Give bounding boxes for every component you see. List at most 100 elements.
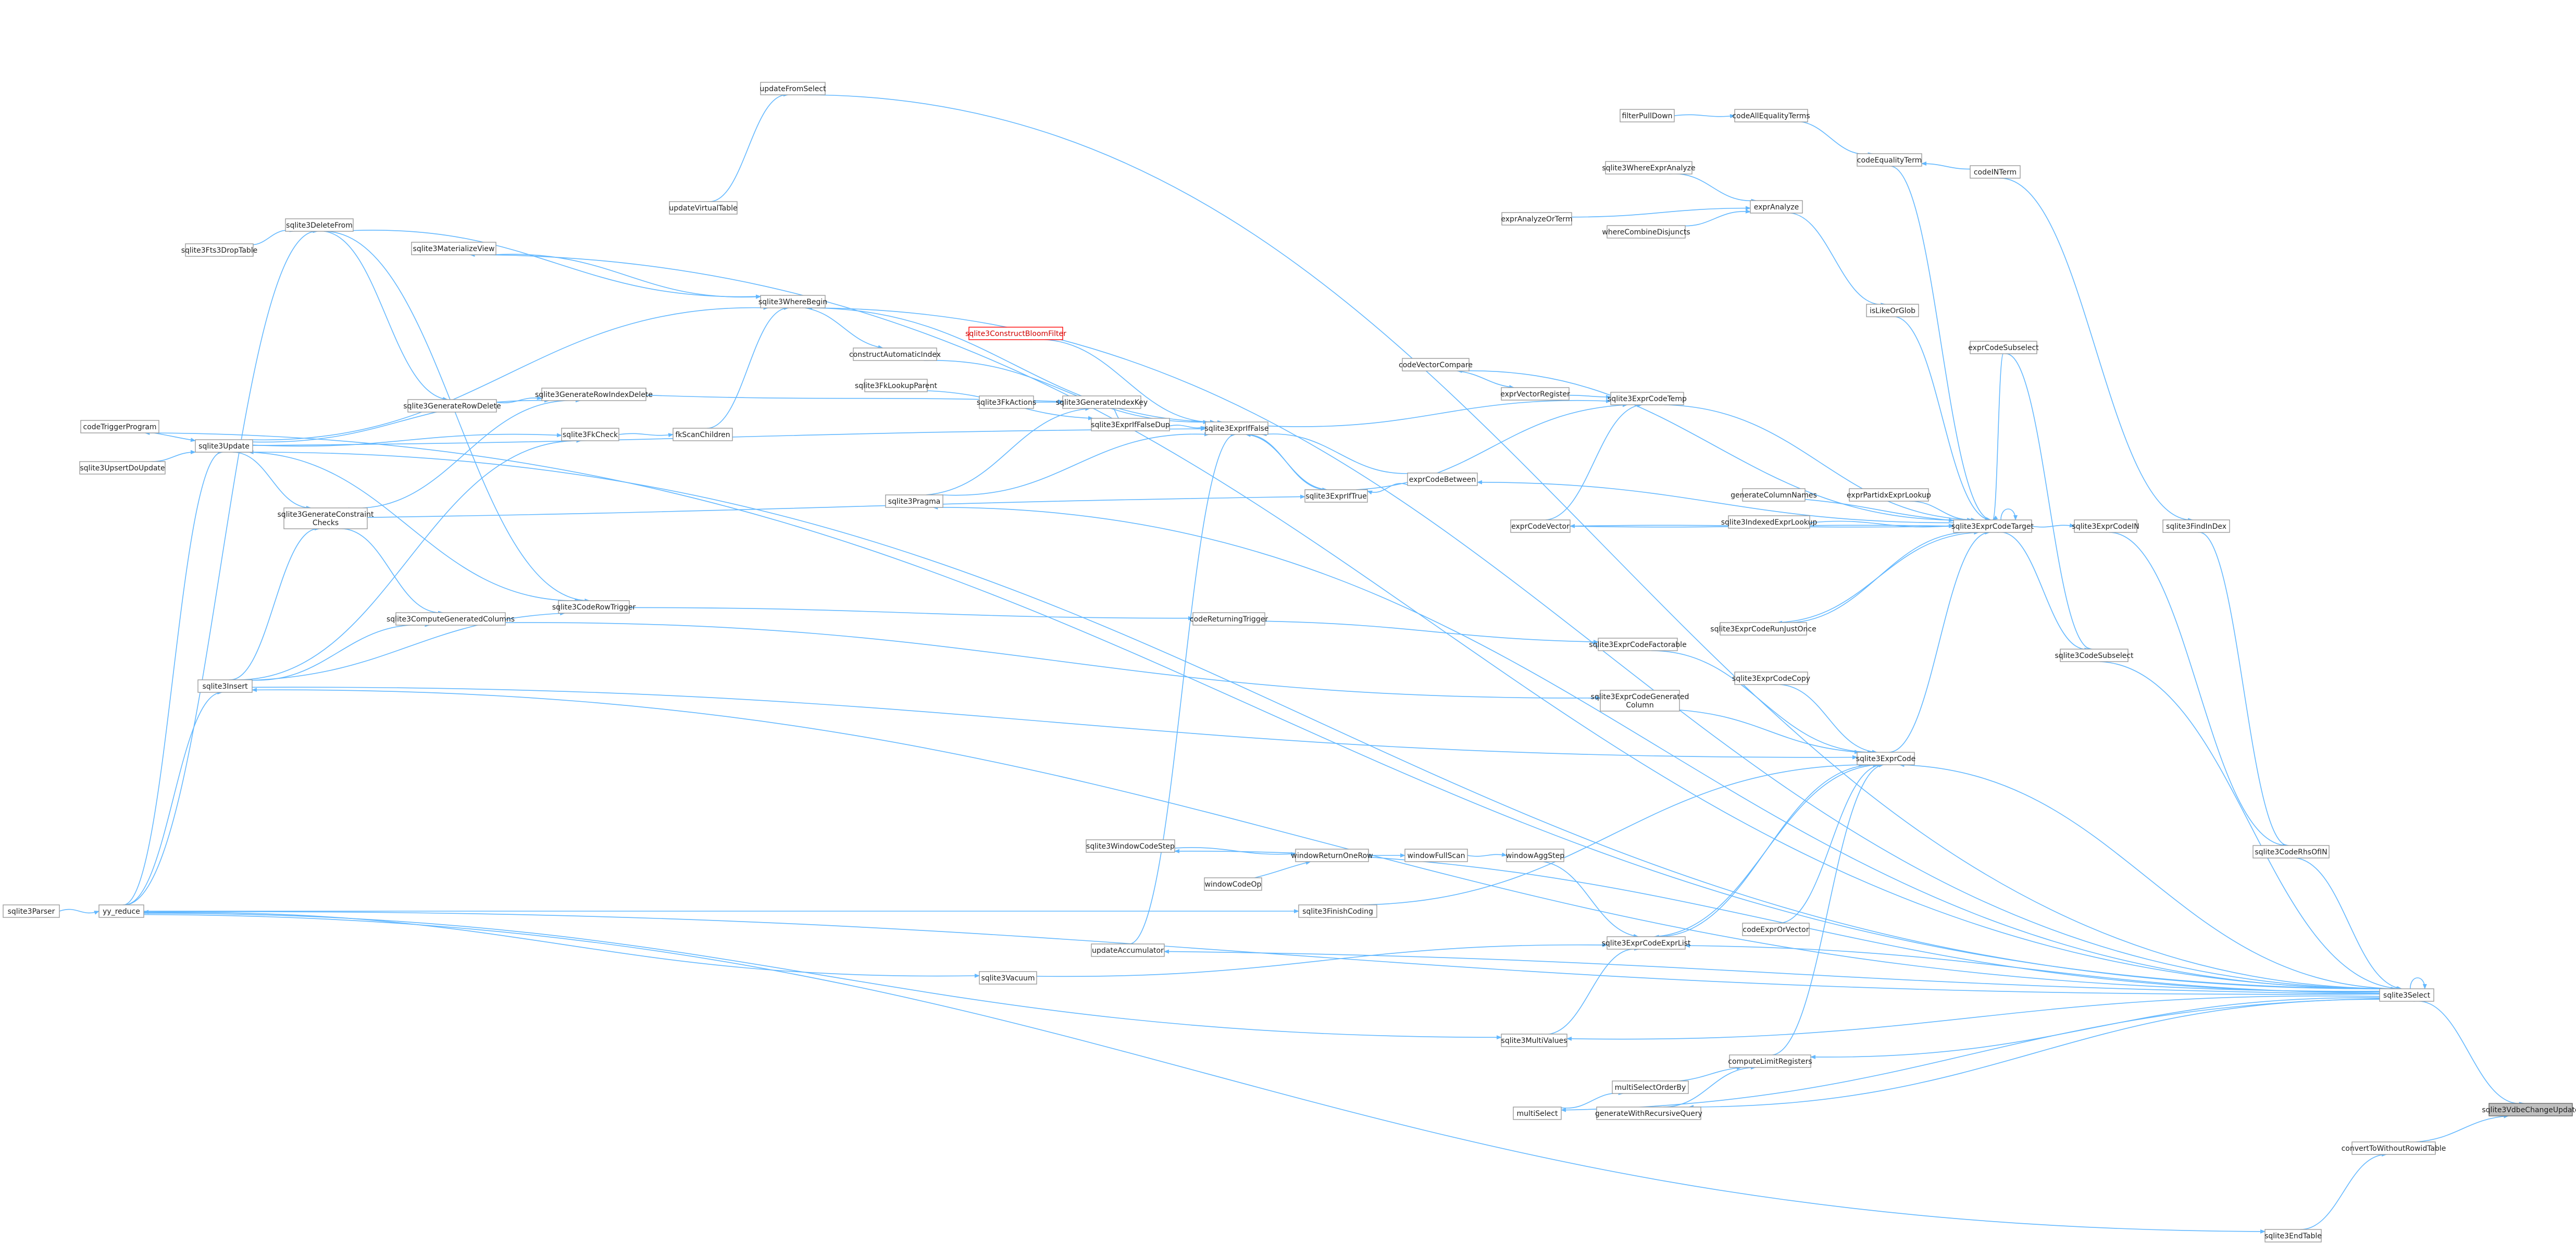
function-node[interactable]: computeLimitRegisters (1728, 1054, 1812, 1068)
function-node[interactable]: sqlite3MultiValues (1501, 1034, 1567, 1047)
function-node[interactable]: sqlite3ConstructBloomFilter (965, 327, 1066, 340)
function-node[interactable]: sqlite3Update (195, 439, 253, 453)
node-label: windowFullScan (1407, 852, 1465, 860)
node-box (673, 428, 733, 441)
function-node[interactable]: sqlite3ExprCodeRunJustOnce (1710, 622, 1816, 636)
function-node[interactable]: fkScanChildren (673, 428, 733, 441)
function-node[interactable]: windowReturnOneRow (1291, 849, 1373, 862)
call-edge (1129, 432, 1236, 944)
function-node[interactable]: windowFullScan (1404, 849, 1468, 862)
function-node[interactable]: sqlite3ExprCodeExprList (1602, 936, 1691, 950)
function-node[interactable]: sqlite3WhereBegin (758, 295, 827, 308)
call-edge (232, 452, 312, 510)
function-node[interactable]: exprCodeSubselect (1968, 341, 2039, 354)
function-node[interactable]: sqlite3WindowCodeStep (1086, 839, 1175, 853)
function-node[interactable]: sqlite3ExprCodeFactorable (1589, 638, 1687, 651)
function-node[interactable]: sqlite3Insert (197, 679, 253, 693)
function-node[interactable]: sqlite3GenerateRowDelete (403, 399, 501, 413)
function-node[interactable]: sqlite3WhereExprAnalyze (1602, 161, 1696, 175)
call-edge (2000, 508, 2018, 520)
function-node[interactable]: codeTriggerProgram (80, 420, 159, 433)
node-label: isLikeOrGlob (1870, 307, 1915, 315)
function-node[interactable]: sqlite3FindInDex (2162, 519, 2230, 533)
function-node[interactable]: codeVectorCompare (1399, 358, 1473, 371)
function-node[interactable]: sqlite3VdbeChangeUpdate (2482, 1103, 2576, 1116)
function-node[interactable]: windowCodeOp (1204, 877, 1262, 891)
node-label: sqlite3ExprCodeGenerated (1591, 693, 1689, 701)
function-node[interactable]: exprCodeVector (1510, 519, 1571, 533)
function-node[interactable]: sqlite3ExprCode (1856, 752, 1916, 765)
function-node[interactable]: sqlite3Vacuum (979, 971, 1037, 985)
function-node[interactable]: sqlite3CodeRowTrigger (552, 600, 636, 614)
call-edge (144, 431, 2382, 989)
function-node[interactable]: updateFromSelect (760, 82, 826, 95)
function-node[interactable]: codeExprOrVector (1742, 923, 1810, 936)
function-node[interactable]: exprAnalyzeOrTerm (1501, 212, 1573, 226)
function-node[interactable]: sqlite3Select (2379, 988, 2434, 1002)
function-node[interactable]: exprVectorRegister (1500, 387, 1570, 401)
function-node[interactable]: sqlite3Fts3DropTable (181, 243, 258, 257)
function-node[interactable]: generateWithRecursiveQuery (1595, 1107, 1702, 1120)
function-node[interactable]: sqlite3ExprCodeIN (2072, 519, 2139, 533)
function-node[interactable]: sqlite3GenerateRowIndexDelete (535, 388, 653, 401)
function-node[interactable]: sqlite3DeleteFrom (285, 218, 354, 232)
function-node[interactable]: whereCombineDisjuncts (1602, 225, 1690, 239)
function-node[interactable]: updateAccumulator (1091, 943, 1165, 957)
function-node[interactable]: sqlite3FkActions (977, 395, 1036, 409)
call-edge (353, 230, 761, 299)
function-node[interactable]: codeINTerm (1970, 165, 2021, 179)
function-node[interactable]: codeAllEqualityTerms (1732, 109, 1810, 122)
node-box (1091, 418, 1170, 431)
call-edge (2410, 977, 2427, 989)
function-node[interactable]: generateColumnNames (1731, 488, 1817, 502)
function-node[interactable]: convertToWithoutRowidTable (2342, 1141, 2446, 1155)
function-node[interactable]: sqlite3MaterializeView (411, 242, 496, 255)
function-node[interactable]: sqlite3FkCheck (561, 428, 619, 441)
function-node[interactable]: sqlite3ExprIfFalse (1205, 421, 1269, 435)
call-edge (469, 253, 2391, 989)
function-node[interactable]: sqlite3FinishCoding (1298, 904, 1377, 918)
function-node[interactable]: sqlite3CodeRhsOfIN (2253, 845, 2330, 859)
function-node[interactable]: yy_reduce (98, 904, 144, 918)
node-box (1857, 153, 1922, 167)
node-box (1734, 109, 1808, 122)
function-node[interactable]: sqlite3ExprCodeTarget (1951, 519, 2034, 533)
function-node[interactable]: windowAggStep (1506, 849, 1564, 862)
node-label: sqlite3Pragma (888, 498, 941, 506)
function-node[interactable]: sqlite3ExprIfTrue (1304, 489, 1368, 503)
function-node[interactable]: sqlite3ExprIfFalseDup (1091, 418, 1170, 431)
function-node[interactable]: sqlite3GenerateIndexKey (1056, 395, 1148, 409)
function-node[interactable]: sqlite3CodeSubselect (2055, 649, 2134, 662)
function-node[interactable]: exprAnalyze (1750, 200, 1803, 214)
function-node[interactable]: sqlite3UpsertDoUpdate (79, 461, 166, 475)
call-edge (1477, 480, 1954, 524)
function-node[interactable]: isLikeOrGlob (1866, 304, 1919, 317)
function-node[interactable]: updateVirtualTable (669, 201, 738, 215)
function-node[interactable]: sqlite3ExprCodeTemp (1608, 392, 1687, 405)
node-label: sqlite3ExprIfTrue (1305, 492, 1367, 501)
node-label: sqlite3UpsertDoUpdate (80, 464, 165, 473)
function-node[interactable]: exprCodeBetween (1407, 473, 1478, 486)
function-node[interactable]: sqlite3EndTable (2264, 1229, 2322, 1242)
function-node[interactable]: multiSelectOrderBy (1612, 1080, 1689, 1094)
function-node[interactable]: codeReturningTrigger (1190, 612, 1268, 626)
function-node[interactable]: sqlite3FkLookupParent (855, 379, 938, 392)
function-node[interactable]: codeEqualityTerm (1857, 153, 1922, 167)
node-box (1849, 488, 1929, 502)
function-node[interactable]: constructAutomaticIndex (849, 347, 941, 361)
function-node[interactable]: exprPartidxExprLookup (1847, 488, 1931, 502)
function-node[interactable]: filterPullDown (1620, 109, 1675, 122)
function-node[interactable]: sqlite3ExprCodeCopy (1732, 672, 1810, 685)
node-label: sqlite3CodeSubselect (2055, 652, 2134, 660)
function-node[interactable]: sqlite3Pragma (885, 494, 943, 508)
node-label: sqlite3ExprCodeRunJustOnce (1710, 625, 1816, 633)
function-node[interactable]: sqlite3IndexedExprLookup (1721, 515, 1818, 529)
function-node[interactable]: sqlite3Parser (3, 904, 60, 918)
function-node[interactable]: multiSelect (1513, 1107, 1562, 1120)
node-label: constructAutomaticIndex (849, 351, 941, 359)
function-node[interactable]: sqlite3ComputeGeneratedColumns (387, 612, 515, 626)
node-box (968, 327, 1063, 340)
